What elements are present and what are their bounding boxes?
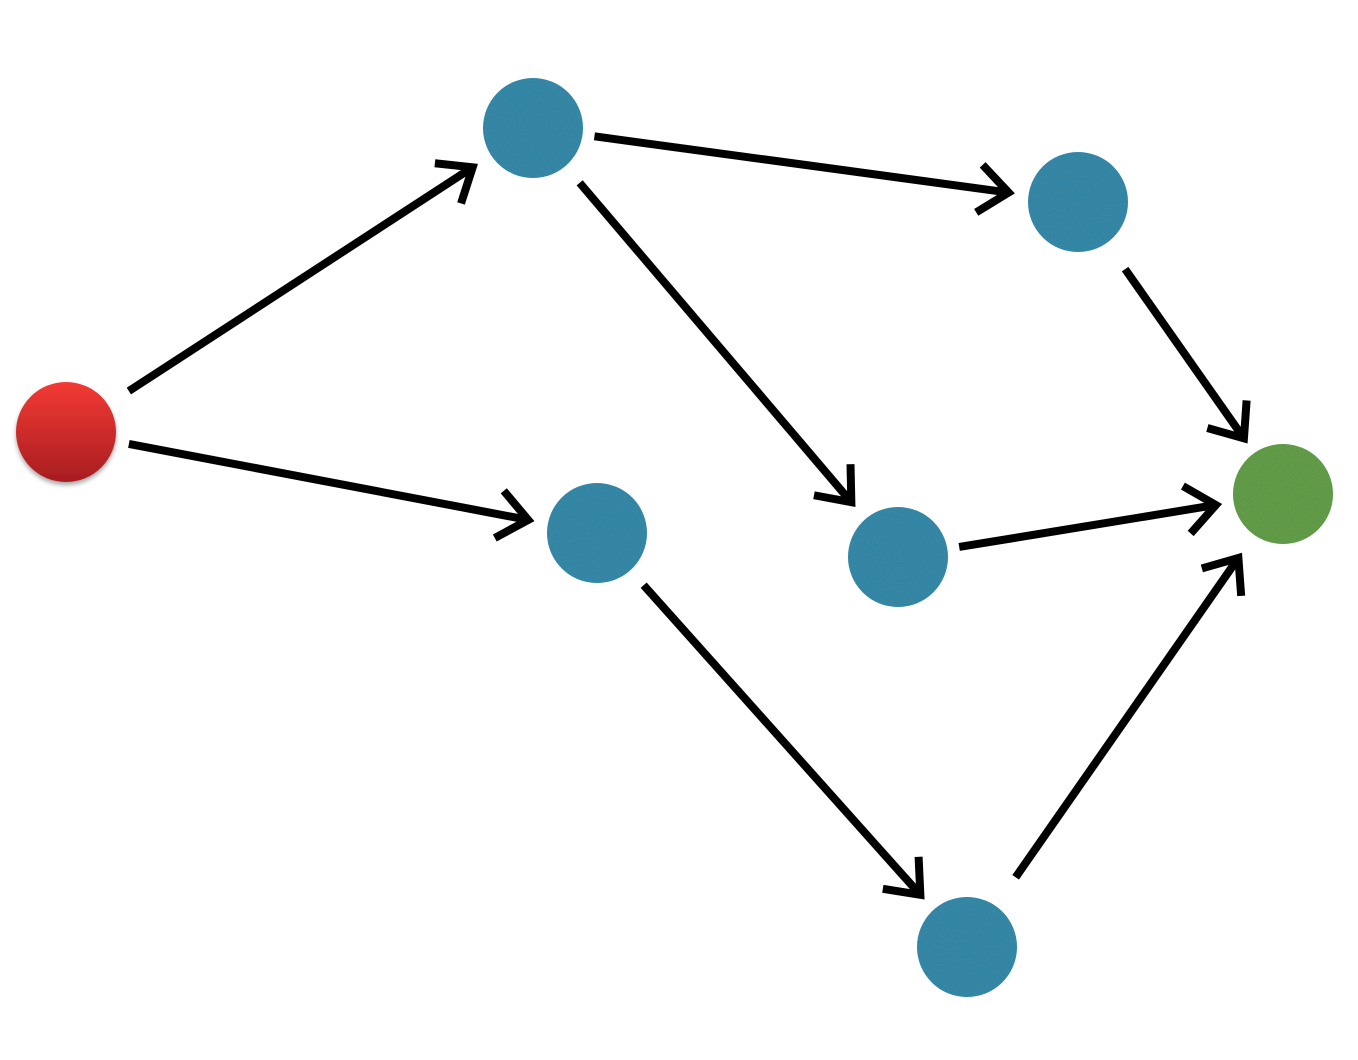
edge-source-to-a	[126, 159, 478, 395]
node-c	[547, 483, 647, 583]
arrowhead-icon	[1200, 552, 1246, 597]
node-b	[1028, 152, 1128, 252]
node-sink-sink	[1233, 444, 1333, 544]
edge-source-to-c	[128, 440, 535, 542]
edge-e-to-sink	[1012, 552, 1246, 880]
node-d	[848, 507, 948, 607]
arrowhead-icon	[1180, 482, 1223, 537]
edge-line	[958, 501, 1217, 551]
edge-line	[128, 440, 529, 524]
edge-line	[576, 180, 855, 505]
edge-c-to-e	[640, 582, 925, 900]
edge-line	[593, 132, 1010, 197]
node-e	[917, 897, 1017, 997]
edge-line	[640, 582, 924, 898]
edge-a-to-d	[576, 180, 856, 507]
arrowhead-icon	[974, 162, 1015, 216]
edge-d-to-sink	[958, 482, 1223, 551]
edge-b-to-sink	[1121, 266, 1251, 444]
edges-layer	[126, 132, 1251, 900]
edge-a-to-b	[593, 132, 1015, 216]
arrowhead-icon	[1206, 400, 1251, 444]
arrowhead-icon	[882, 856, 925, 900]
arrowhead-icon	[434, 159, 478, 205]
edge-line	[126, 163, 475, 395]
edge-line	[1012, 555, 1242, 880]
edge-line	[1121, 266, 1248, 441]
node-a	[483, 78, 583, 178]
nodes-layer	[16, 78, 1333, 997]
node-source-source	[16, 382, 116, 482]
arrowhead-icon	[492, 488, 535, 542]
arrowhead-icon	[813, 464, 856, 507]
